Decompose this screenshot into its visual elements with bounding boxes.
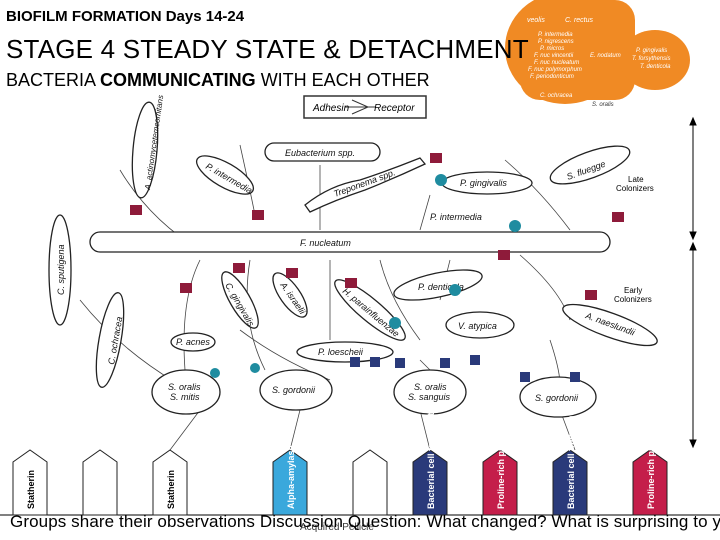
- panel-list-0: P. intermedia: [538, 32, 573, 38]
- bacterium-c-ochracea: [95, 292, 125, 388]
- bacterium-treponema: [304, 157, 427, 213]
- late-colonizers-1: Late: [628, 175, 644, 184]
- label-p-intermedia-mid: P. intermedia: [430, 212, 482, 222]
- panel-list-1: P. nigrescens: [538, 39, 574, 45]
- pellicle-peg-label: Proline-rich protein: [496, 426, 506, 509]
- panel-outside-1: T. forsythensis: [632, 56, 670, 62]
- label-s-oralis-sanguis-2: S. sanguis: [408, 392, 451, 402]
- early-colonizers-2: Colonizers: [614, 295, 652, 304]
- pellicle-peg: [82, 449, 118, 516]
- legend-graphic: [303, 95, 427, 119]
- bacterium-p-intermedia-top: [195, 155, 255, 195]
- header-days: BIOFILM FORMATION Days 14-24: [6, 8, 245, 25]
- header-communicating-bold: COMMUNICATING: [100, 70, 256, 90]
- label-v-atypica: V. atypica: [458, 321, 497, 331]
- label-s-oralis-sanguis-1: S. oralis: [414, 382, 447, 392]
- pellicle-peg-label: Bacterial cell fragment: [566, 412, 576, 509]
- bacterium-s-gordonii-left: [259, 369, 333, 411]
- bacterium-a-israelii: [272, 272, 308, 318]
- panel-right: E. nodatum: [590, 53, 621, 59]
- bacteria: [48, 101, 658, 418]
- discussion-question: Groups share their observations Discussi…: [10, 512, 720, 531]
- panel-top-left: veolis: [527, 17, 545, 24]
- pellicle-peg: [412, 449, 448, 516]
- legend-receptor: Receptor: [374, 103, 415, 114]
- bacterium-f-nucleatum: [89, 231, 611, 253]
- pellicle-peg: [12, 449, 48, 516]
- label-treponema: Treponema spp.: [332, 167, 396, 199]
- bacterium-s-fluegge: [549, 145, 631, 185]
- pellicle-peg: [482, 449, 518, 516]
- pellicle-peg-label: Bacterial cell fragment: [426, 412, 436, 509]
- label-s-gordonii-left: S. gordonii: [272, 385, 316, 395]
- pellicle-label: Acquired Pellicle: [300, 522, 374, 533]
- header-communicating: BACTERIA COMMUNICATING WITH EACH OTHER: [6, 70, 430, 91]
- panel-bottom: C. ochracea: [540, 93, 573, 99]
- bacterium-s-oralis-sanguis: [393, 369, 467, 415]
- panel-list-2: P. micros: [540, 46, 564, 52]
- label-c-sputigena: C. sputigena: [56, 244, 66, 295]
- legend-adhesin: Adhesin: [312, 103, 350, 114]
- orange-species-panel: veolis C. rectus P. intermedia P. nigres…: [505, 0, 690, 108]
- label-s-gordonii-right: S. gordonii: [535, 393, 579, 403]
- panel-list-5: F. nuc polymorphum: [528, 67, 582, 73]
- label-p-gingivalis: P. gingivalis: [460, 178, 507, 188]
- bacterium-p-acnes: [170, 332, 216, 352]
- header-communicating-prefix: BACTERIA: [6, 70, 101, 90]
- colonizer-brackets: [689, 116, 697, 449]
- panel-list-6: F. periodonticum: [530, 74, 574, 80]
- panel-outside-2: T. denticola: [640, 64, 671, 70]
- pellicle-peg: [632, 449, 668, 516]
- adhesin-markers: [130, 153, 624, 382]
- bacterium-v-atypica: [445, 311, 515, 339]
- late-colonizers-2: Colonizers: [616, 184, 654, 193]
- early-colonizers-1: Early: [624, 286, 642, 295]
- pellicle-peg: [552, 449, 588, 516]
- pellicle-peg: [152, 449, 188, 516]
- label-eubacterium: Eubacterium spp.: [285, 148, 355, 158]
- pellicle-pegs: Statherin Statherin Alpha-amylase Bacterial…: [12, 412, 668, 516]
- panel-outside-0: P. gingivalis: [636, 48, 667, 54]
- bacterium-c-sputigena: [48, 214, 72, 326]
- bacterium-actinomyces: [131, 101, 159, 199]
- label-s-oralis-mitis-1: S. oralis: [168, 382, 201, 392]
- pellicle-peg: [272, 449, 308, 516]
- panel-outside-bottom: S. oralis: [592, 102, 614, 108]
- bacterium-s-gordonii-right: [519, 376, 597, 418]
- header-communicating-suffix: WITH EACH OTHER: [255, 70, 430, 90]
- label-p-loescheii: P. loescheii: [318, 347, 364, 357]
- panel-top-right: C. rectus: [565, 17, 594, 24]
- pellicle-peg-label: Statherin: [26, 470, 36, 509]
- bacterium-p-loescheii: [296, 341, 394, 363]
- pellicle-peg: [352, 449, 388, 516]
- bacterium-h-parainfluenzae: [334, 279, 406, 341]
- pellicle-peg-label: Alpha-amylase: [286, 445, 296, 509]
- bacterium-c-gingivalis: [221, 271, 259, 329]
- bacterium-p-denticola: [393, 269, 483, 301]
- header-stage: STAGE 4 STEADY STATE & DETACHMENT: [6, 34, 529, 64]
- panel-list-3: F. nuc vincentii: [534, 53, 574, 59]
- panel-list-4: F. nuc nucleatum: [534, 60, 579, 66]
- bacterium-eubacterium: [264, 142, 381, 162]
- bacterium-a-naeslundii: [562, 303, 658, 347]
- bacterium-s-oralis-mitis: [151, 369, 221, 415]
- pellicle-peg-label: Proline-rich protein: [646, 426, 656, 509]
- label-p-acnes: P. acnes: [176, 337, 210, 347]
- label-f-nucleatum: F. nucleatum: [300, 238, 351, 248]
- label-p-denticola: P. denticola: [418, 282, 464, 292]
- pellicle-peg-label: Statherin: [166, 470, 176, 509]
- label-s-oralis-mitis-2: S. mitis: [170, 392, 200, 402]
